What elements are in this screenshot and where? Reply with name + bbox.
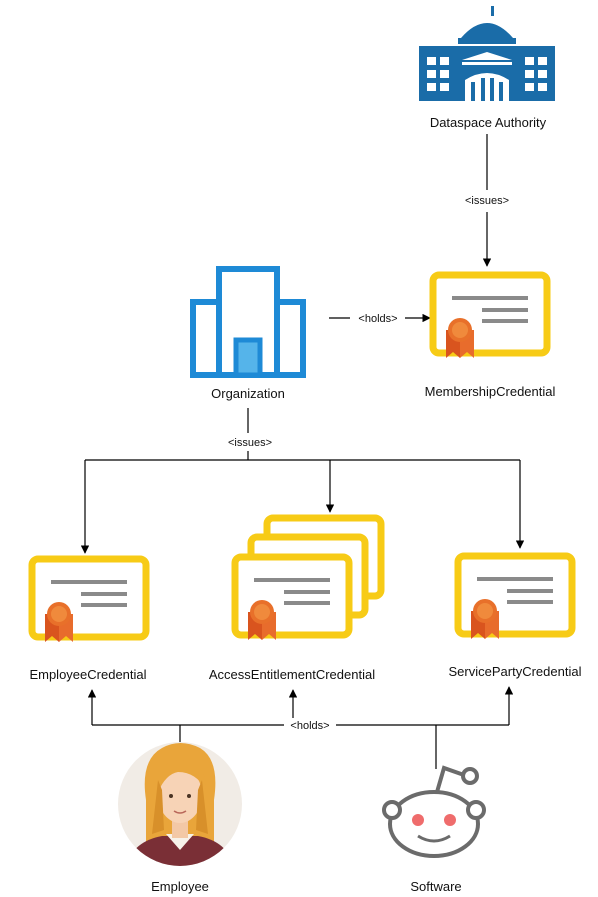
service-party-credential-label: ServicePartyCredential (449, 664, 582, 679)
certificate-icon (433, 275, 547, 358)
organization-label: Organization (211, 386, 285, 401)
woman-avatar-icon (118, 742, 242, 866)
authority-issues-label: <issues> (465, 195, 509, 207)
access-entitlement-credential-node: AccessEntitlementCredential (209, 518, 381, 682)
employee-credential-node: EmployeeCredential (29, 559, 146, 682)
certificate-icon (32, 559, 146, 642)
holders-hold-label: <holds> (290, 720, 329, 732)
employee-label: Employee (151, 879, 209, 894)
certificate-icon (235, 557, 349, 640)
software-node: Software (382, 765, 486, 894)
org-issues-label: <issues> (228, 437, 272, 449)
software-label: Software (410, 879, 461, 894)
robot-icon (382, 765, 486, 858)
service-party-credential-node: ServicePartyCredential (449, 556, 582, 679)
dataspace-authority-node: Dataspace Authority (419, 6, 555, 130)
employee-credential-label: EmployeeCredential (29, 667, 146, 682)
certificate-icon (458, 556, 572, 639)
org-holds-label: <holds> (358, 313, 397, 325)
dataspace-authority-label: Dataspace Authority (430, 115, 547, 130)
government-building-icon (419, 6, 555, 101)
employee-node: Employee (118, 742, 242, 894)
membership-credential-node: MembershipCredential (425, 275, 556, 399)
office-building-icon (190, 266, 306, 378)
membership-credential-label: MembershipCredential (425, 384, 556, 399)
organization-node: Organization (190, 266, 306, 401)
access-entitlement-credential-label: AccessEntitlementCredential (209, 667, 375, 682)
